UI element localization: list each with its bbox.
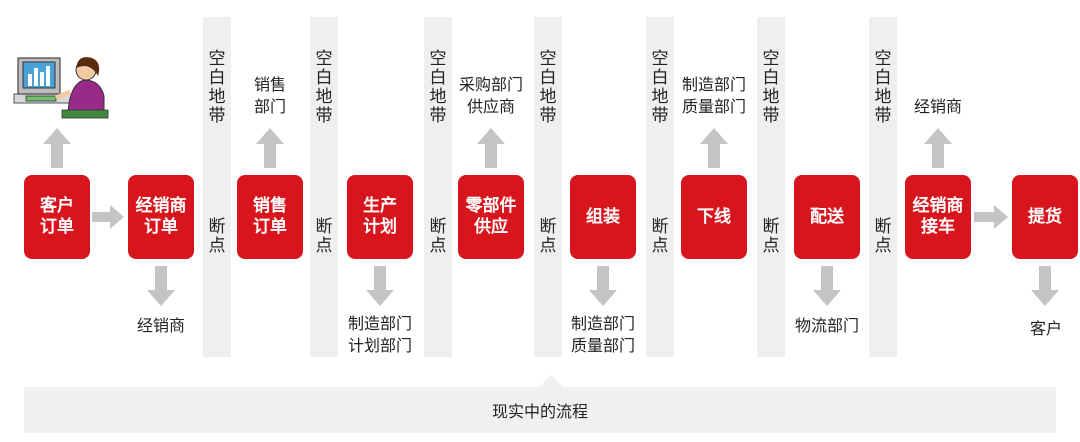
right-arrow-icon xyxy=(92,205,124,229)
role-logistics: 物流部门 xyxy=(794,316,859,335)
gap-label-top-3: 空白地带 xyxy=(429,49,447,126)
down-arrow-icon xyxy=(1031,266,1059,306)
role-manufacturing-quality-top: 制造部门质量部门 xyxy=(681,75,746,116)
gap-label-bottom-1: 断点 xyxy=(208,217,226,256)
gap-band-5 xyxy=(646,17,674,357)
gap-label-top-5: 空白地带 xyxy=(651,49,669,126)
gap-band-3 xyxy=(424,17,452,357)
step-pickup: 提货 xyxy=(1012,175,1078,259)
role-dealer-bottom: 经销商 xyxy=(136,316,185,335)
gap-label-bottom-2: 断点 xyxy=(315,217,333,256)
step-assembly: 组装 xyxy=(570,175,636,259)
gap-band-7 xyxy=(869,17,897,357)
down-arrow-icon xyxy=(366,266,394,306)
caption-text: 现实中的流程 xyxy=(491,402,588,421)
step-production-plan: 生产计划 xyxy=(347,175,413,259)
gap-label-top-1: 空白地带 xyxy=(208,49,226,126)
computer-user-icon xyxy=(13,57,109,119)
gap-label-top-2: 空白地带 xyxy=(315,49,333,126)
up-arrow-icon xyxy=(700,128,728,168)
gap-band-1 xyxy=(203,17,231,357)
down-arrow-icon xyxy=(589,266,617,306)
up-arrow-icon xyxy=(924,128,952,168)
up-arrow-icon xyxy=(256,128,284,168)
gap-band-4 xyxy=(534,17,562,357)
role-purchasing-supplier: 采购部门供应商 xyxy=(458,75,523,116)
gap-label-top-4: 空白地带 xyxy=(539,49,557,126)
role-customer-bottom: 客户 xyxy=(1029,319,1062,338)
gap-label-bottom-7: 断点 xyxy=(874,217,892,256)
step-delivery: 配送 xyxy=(794,175,860,259)
down-arrow-icon xyxy=(813,266,841,306)
gap-label-bottom-6: 断点 xyxy=(762,217,780,256)
gap-label-top-7: 空白地带 xyxy=(874,49,892,126)
step-dealer-order: 经销商订单 xyxy=(128,175,194,259)
gap-label-bottom-3: 断点 xyxy=(429,217,447,256)
up-arrow-icon xyxy=(43,128,71,168)
gap-band-2 xyxy=(310,17,338,357)
role-manufacturing-quality-bottom: 制造部门质量部门 xyxy=(570,314,635,355)
role-manufacturing-planning: 制造部门计划部门 xyxy=(347,314,412,355)
footer-caption: 现实中的流程 xyxy=(24,387,1056,433)
role-sales-dept: 销售部门 xyxy=(253,75,286,116)
gap-label-bottom-4: 断点 xyxy=(539,217,557,256)
role-dealer-top: 经销商 xyxy=(913,97,962,116)
caption-pointer xyxy=(539,375,563,387)
gap-band-6 xyxy=(757,17,785,357)
right-arrow-icon xyxy=(974,205,1008,229)
step-line-off: 下线 xyxy=(681,175,747,259)
up-arrow-icon xyxy=(477,128,505,168)
step-parts-supply: 零部件供应 xyxy=(458,175,524,259)
step-sales-order: 销售订单 xyxy=(237,175,303,259)
step-customer-order: 客户订单 xyxy=(24,175,90,259)
gap-label-top-6: 空白地带 xyxy=(762,49,780,126)
gap-label-bottom-5: 断点 xyxy=(651,217,669,256)
step-dealer-receive: 经销商接车 xyxy=(905,175,971,259)
down-arrow-icon xyxy=(147,266,175,306)
